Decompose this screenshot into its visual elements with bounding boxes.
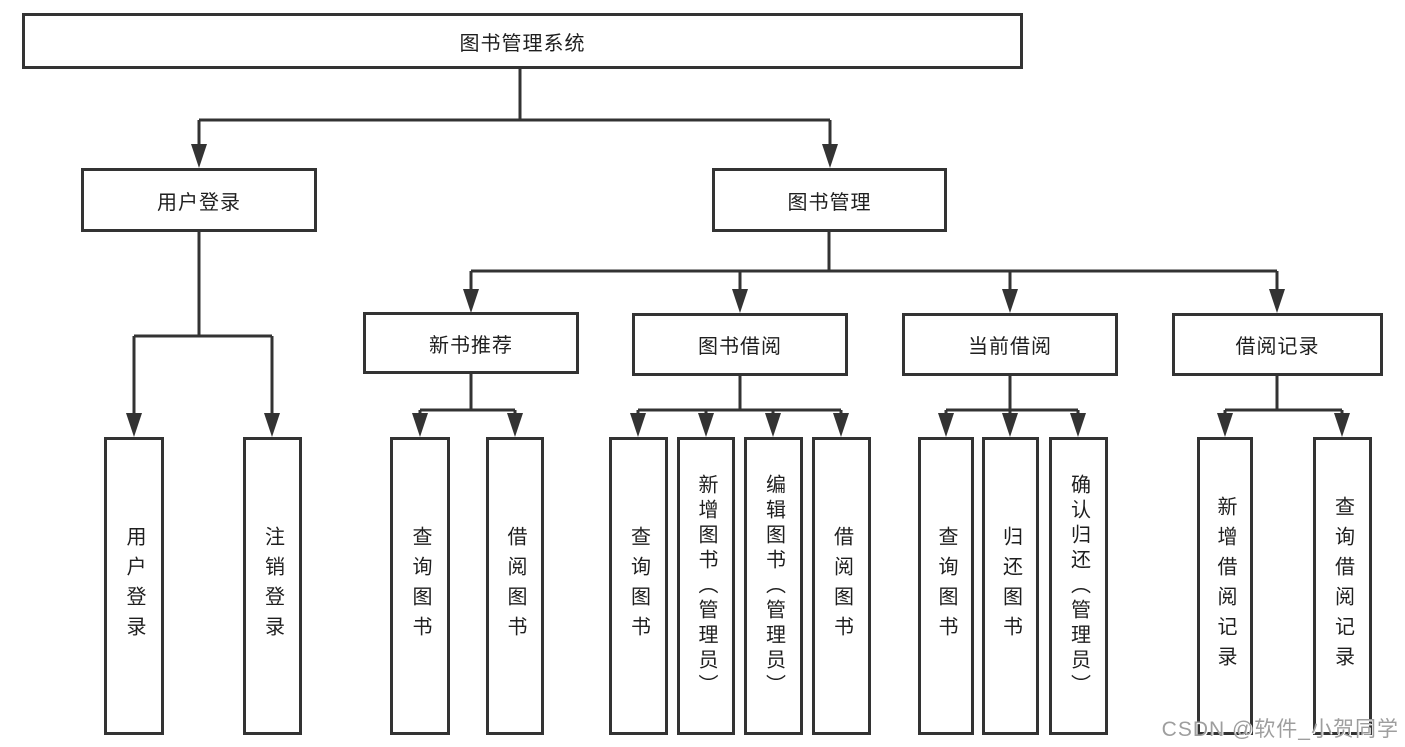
node-root: 图书管理系统 <box>22 13 1023 69</box>
node-user-login-leaf: 用户登录 <box>104 437 164 735</box>
node-borrow-books-leaf: 借阅图书 <box>812 437 871 735</box>
node-new-book-recommend: 新书推荐 <box>363 312 579 374</box>
node-confirm-return-admin: 确认归还（管理员） <box>1049 437 1108 735</box>
node-logout-leaf: 注销登录 <box>243 437 302 735</box>
node-borrow-books-recommend: 借阅图书 <box>486 437 544 735</box>
node-add-book-admin: 新增图书（管理员） <box>677 437 735 735</box>
node-query-borrow-record: 查询借阅记录 <box>1313 437 1372 735</box>
node-add-borrow-record: 新增借阅记录 <box>1197 437 1253 735</box>
node-query-books-current: 查询图书 <box>918 437 974 735</box>
watermark: CSDN @软件_小贺同学 <box>1161 718 1399 741</box>
node-current-borrow: 当前借阅 <box>902 313 1118 376</box>
node-book-borrow: 图书借阅 <box>632 313 848 376</box>
node-query-books-recommend: 查询图书 <box>390 437 450 735</box>
node-query-books-borrow: 查询图书 <box>609 437 668 735</box>
node-book-management: 图书管理 <box>712 168 947 232</box>
node-return-book: 归还图书 <box>982 437 1039 735</box>
node-user-login: 用户登录 <box>81 168 317 232</box>
node-edit-book-admin: 编辑图书（管理员） <box>744 437 803 735</box>
node-borrow-records: 借阅记录 <box>1172 313 1383 376</box>
